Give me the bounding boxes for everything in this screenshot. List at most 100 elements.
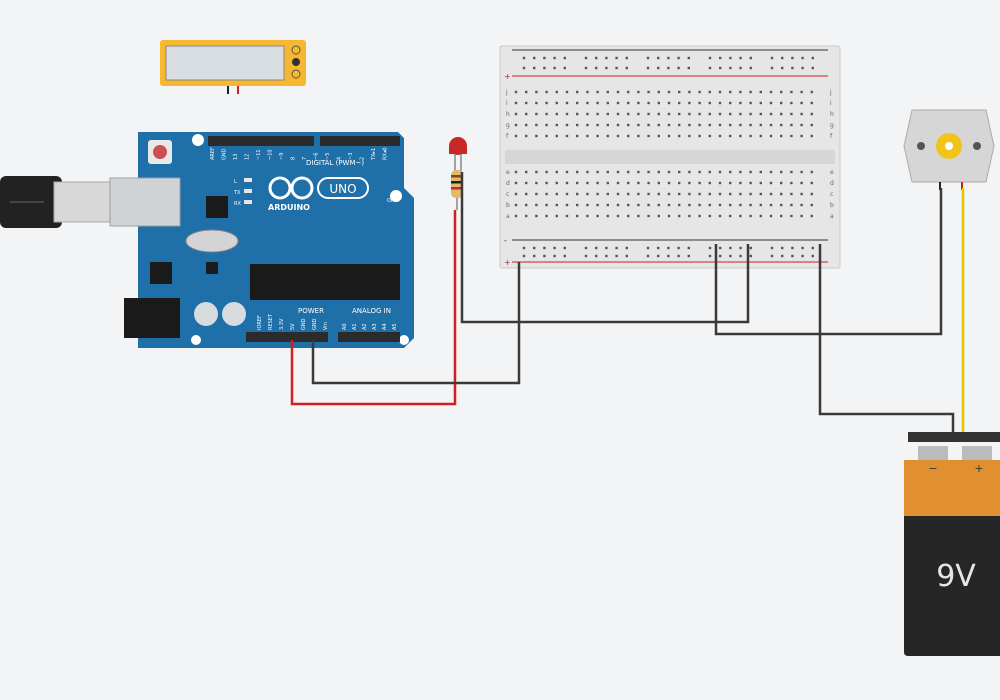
breadboard-hole[interactable] xyxy=(769,170,773,174)
breadboard-hole[interactable] xyxy=(780,192,783,196)
breadboard-hole[interactable] xyxy=(647,203,650,207)
rail-hole[interactable] xyxy=(749,254,752,258)
breadboard-hole[interactable] xyxy=(606,214,609,218)
breadboard-hole[interactable] xyxy=(525,214,528,218)
multimeter[interactable] xyxy=(160,40,306,94)
breadboard-hole[interactable] xyxy=(616,134,620,138)
breadboard-hole[interactable] xyxy=(525,203,528,207)
breadboard-hole[interactable] xyxy=(800,90,803,94)
breadboard-hole[interactable] xyxy=(749,90,752,94)
breadboard-hole[interactable] xyxy=(576,90,579,94)
rail-hole[interactable] xyxy=(811,66,814,70)
breadboard-hole[interactable] xyxy=(698,192,701,196)
rail-hole[interactable] xyxy=(553,56,556,60)
breadboard-hole[interactable] xyxy=(729,181,732,185)
breadboard-hole[interactable] xyxy=(545,112,548,116)
breadboard-hole[interactable] xyxy=(545,214,548,218)
breadboard-hole[interactable] xyxy=(769,101,773,105)
rail-hole[interactable] xyxy=(667,246,670,250)
breadboard-hole[interactable] xyxy=(718,112,722,116)
rail-hole[interactable] xyxy=(657,66,660,70)
breadboard-hole[interactable] xyxy=(596,192,599,196)
breadboard-hole[interactable] xyxy=(729,134,732,138)
rail-hole[interactable] xyxy=(584,66,588,70)
rail-hole[interactable] xyxy=(719,254,722,258)
breadboard-hole[interactable] xyxy=(576,112,579,116)
breadboard-hole[interactable] xyxy=(667,123,671,127)
breadboard-hole[interactable] xyxy=(769,192,773,196)
breadboard-hole[interactable] xyxy=(525,134,528,138)
rail-hole[interactable] xyxy=(677,254,680,258)
breadboard-hole[interactable] xyxy=(514,203,518,207)
rail-hole[interactable] xyxy=(657,254,660,258)
breadboard-hole[interactable] xyxy=(637,90,640,94)
breadboard-hole[interactable] xyxy=(514,192,518,196)
breadboard-hole[interactable] xyxy=(606,134,609,138)
breadboard-hole[interactable] xyxy=(555,181,558,185)
breadboard-hole[interactable] xyxy=(678,90,681,94)
rail-hole[interactable] xyxy=(781,246,784,250)
rail-hole[interactable] xyxy=(605,66,608,70)
breadboard-hole[interactable] xyxy=(616,181,620,185)
breadboard-hole[interactable] xyxy=(790,90,793,94)
breadboard-hole[interactable] xyxy=(555,101,558,105)
breadboard-hole[interactable] xyxy=(749,123,752,127)
breadboard-hole[interactable] xyxy=(616,90,620,94)
breadboard-hole[interactable] xyxy=(749,112,752,116)
rail-hole[interactable] xyxy=(553,66,556,70)
breadboard-hole[interactable] xyxy=(525,101,528,105)
breadboard-hole[interactable] xyxy=(790,214,793,218)
rail-hole[interactable] xyxy=(533,246,536,250)
breadboard-hole[interactable] xyxy=(514,214,518,218)
rail-hole[interactable] xyxy=(719,246,722,250)
rail-hole[interactable] xyxy=(791,56,794,60)
breadboard-hole[interactable] xyxy=(759,181,762,185)
breadboard-hole[interactable] xyxy=(698,214,701,218)
breadboard-hole[interactable] xyxy=(718,123,722,127)
rail-hole[interactable] xyxy=(687,56,690,60)
breadboard-hole[interactable] xyxy=(657,192,660,196)
rail-hole[interactable] xyxy=(739,56,742,60)
rail-hole[interactable] xyxy=(646,56,650,60)
breadboard-hole[interactable] xyxy=(800,134,803,138)
rail-hole[interactable] xyxy=(543,56,546,60)
rail-hole[interactable] xyxy=(646,246,650,250)
breadboard-hole[interactable] xyxy=(576,134,579,138)
rail-hole[interactable] xyxy=(677,246,680,250)
rail-hole[interactable] xyxy=(522,246,526,250)
breadboard-hole[interactable] xyxy=(698,134,701,138)
breadboard-hole[interactable] xyxy=(718,214,722,218)
breadboard-hole[interactable] xyxy=(576,181,579,185)
rail-hole[interactable] xyxy=(801,246,804,250)
breadboard-hole[interactable] xyxy=(555,192,558,196)
rail-hole[interactable] xyxy=(791,246,794,250)
breadboard-hole[interactable] xyxy=(535,123,538,127)
breadboard-hole[interactable] xyxy=(616,192,620,196)
breadboard-hole[interactable] xyxy=(810,134,813,138)
breadboard-hole[interactable] xyxy=(759,170,762,174)
breadboard-hole[interactable] xyxy=(616,170,620,174)
breadboard-hole[interactable] xyxy=(790,170,793,174)
rail-hole[interactable] xyxy=(749,56,752,60)
breadboard-hole[interactable] xyxy=(647,112,650,116)
breadboard-hole[interactable] xyxy=(647,214,650,218)
breadboard-hole[interactable] xyxy=(627,170,630,174)
rail-hole[interactable] xyxy=(729,56,732,60)
breadboard-hole[interactable] xyxy=(525,123,528,127)
breadboard-hole[interactable] xyxy=(800,101,803,105)
breadboard-hole[interactable] xyxy=(647,181,650,185)
breadboard-hole[interactable] xyxy=(637,192,640,196)
breadboard-hole[interactable] xyxy=(718,170,722,174)
rail-hole[interactable] xyxy=(749,66,752,70)
breadboard-hole[interactable] xyxy=(535,90,538,94)
breadboard-hole[interactable] xyxy=(555,170,558,174)
breadboard-hole[interactable] xyxy=(555,112,558,116)
breadboard-hole[interactable] xyxy=(535,101,538,105)
rail-hole[interactable] xyxy=(595,254,598,258)
breadboard-hole[interactable] xyxy=(514,170,518,174)
breadboard-hole[interactable] xyxy=(708,123,711,127)
breadboard-hole[interactable] xyxy=(769,134,773,138)
breadboard-hole[interactable] xyxy=(555,214,558,218)
breadboard-hole[interactable] xyxy=(657,134,660,138)
breadboard-hole[interactable] xyxy=(627,214,630,218)
